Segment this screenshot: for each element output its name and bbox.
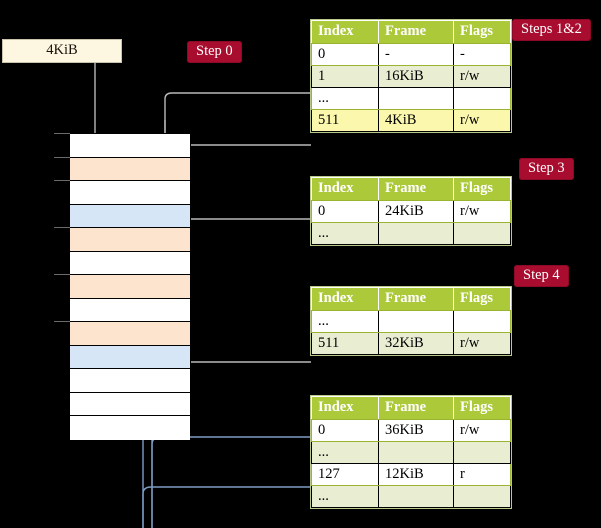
table-row: ... [311,87,511,110]
cell-frame: 16KiB [378,65,454,88]
cell-frame [378,441,454,464]
cell-flags [453,485,511,508]
memory-scale-tick [54,180,70,181]
cell-flags [453,87,511,110]
table-row: ... [311,222,511,245]
cell-frame: 24KiB [378,200,454,223]
wire-level4-row511-to-memory [171,144,311,184]
table-row: ... [311,441,511,464]
cell-flags [453,441,511,464]
wire-level3-out [179,218,311,255]
cell-flags: r/w [453,332,511,355]
memory-frame-row [70,275,190,299]
cell-index: 1 [311,65,379,88]
table-row: 0-- [311,43,511,66]
cell-frame: - [378,43,454,66]
cell-flags: r/w [453,200,511,223]
cell-index: 511 [311,109,379,132]
column-header-flags: Flags [453,396,511,420]
cell-index: ... [311,441,379,464]
memory-frame-row [70,251,190,275]
cell-index: 0 [311,43,379,66]
cell-flags: - [453,43,511,66]
cell-index: 0 [311,419,379,442]
memory-frame-row [70,228,190,252]
cell-flags [453,222,511,245]
column-header-index: Index [311,177,379,201]
memory-frame-row [70,157,190,181]
physical-memory-column [69,133,191,440]
cell-index: ... [311,485,379,508]
column-header-frame: Frame [378,20,454,44]
memory-frame-row [70,416,190,440]
cell-index: 0 [311,200,379,223]
column-header-index: Index [311,287,379,311]
table-row: ... [311,310,511,333]
cell-flags: r/w [453,109,511,132]
memory-frame-row [70,392,190,416]
memory-scale-tick [54,227,70,228]
table-row: ... [311,485,511,508]
column-header-index: Index [311,20,379,44]
column-header-flags: Flags [453,20,511,44]
cell-index: ... [311,87,379,110]
memory-frame-row [70,369,190,393]
badge-step-0: Step 0 [187,41,242,63]
cell-frame [378,87,454,110]
cell-index: ... [311,222,379,245]
memory-frame-row [70,181,190,205]
memory-frame-row [70,204,190,228]
column-header-frame: Frame [378,396,454,420]
wire-level2-out [169,314,311,363]
memory-frame-row [70,345,190,369]
cell-frame [378,310,454,333]
cell-flags: r [453,463,511,486]
column-header-frame: Frame [378,287,454,311]
badge-steps-1-2: Steps 1&2 [512,19,591,41]
column-header-index: Index [311,396,379,420]
cell-index: 511 [311,332,379,355]
column-header-frame: Frame [378,177,454,201]
column-header-flags: Flags [453,287,511,311]
column-header-flags: Flags [453,177,511,201]
memory-scale-tick [54,321,70,322]
memory-scale-tick [54,133,70,134]
memory-frame-row [70,134,190,158]
frame-4kib-box: 4KiB [2,39,122,63]
cell-index: ... [311,310,379,333]
cell-frame: 4KiB [378,109,454,132]
cell-flags [453,310,511,333]
cell-frame: 32KiB [378,332,454,355]
memory-scale-tick [54,274,70,275]
cell-flags: r/w [453,65,511,88]
cell-flags: r/w [453,419,511,442]
cell-frame: 36KiB [378,419,454,442]
cell-frame: 12KiB [378,463,454,486]
cell-index: 127 [311,463,379,486]
memory-scale-tick [54,156,70,158]
badge-step-4: Step 4 [514,265,569,287]
badge-step-3: Step 3 [519,158,574,180]
memory-frame-row [70,298,190,322]
memory-frame-row [70,322,190,346]
frame-4kib-label: 4KiB [46,42,78,58]
cell-frame [378,485,454,508]
cell-frame [378,222,454,245]
